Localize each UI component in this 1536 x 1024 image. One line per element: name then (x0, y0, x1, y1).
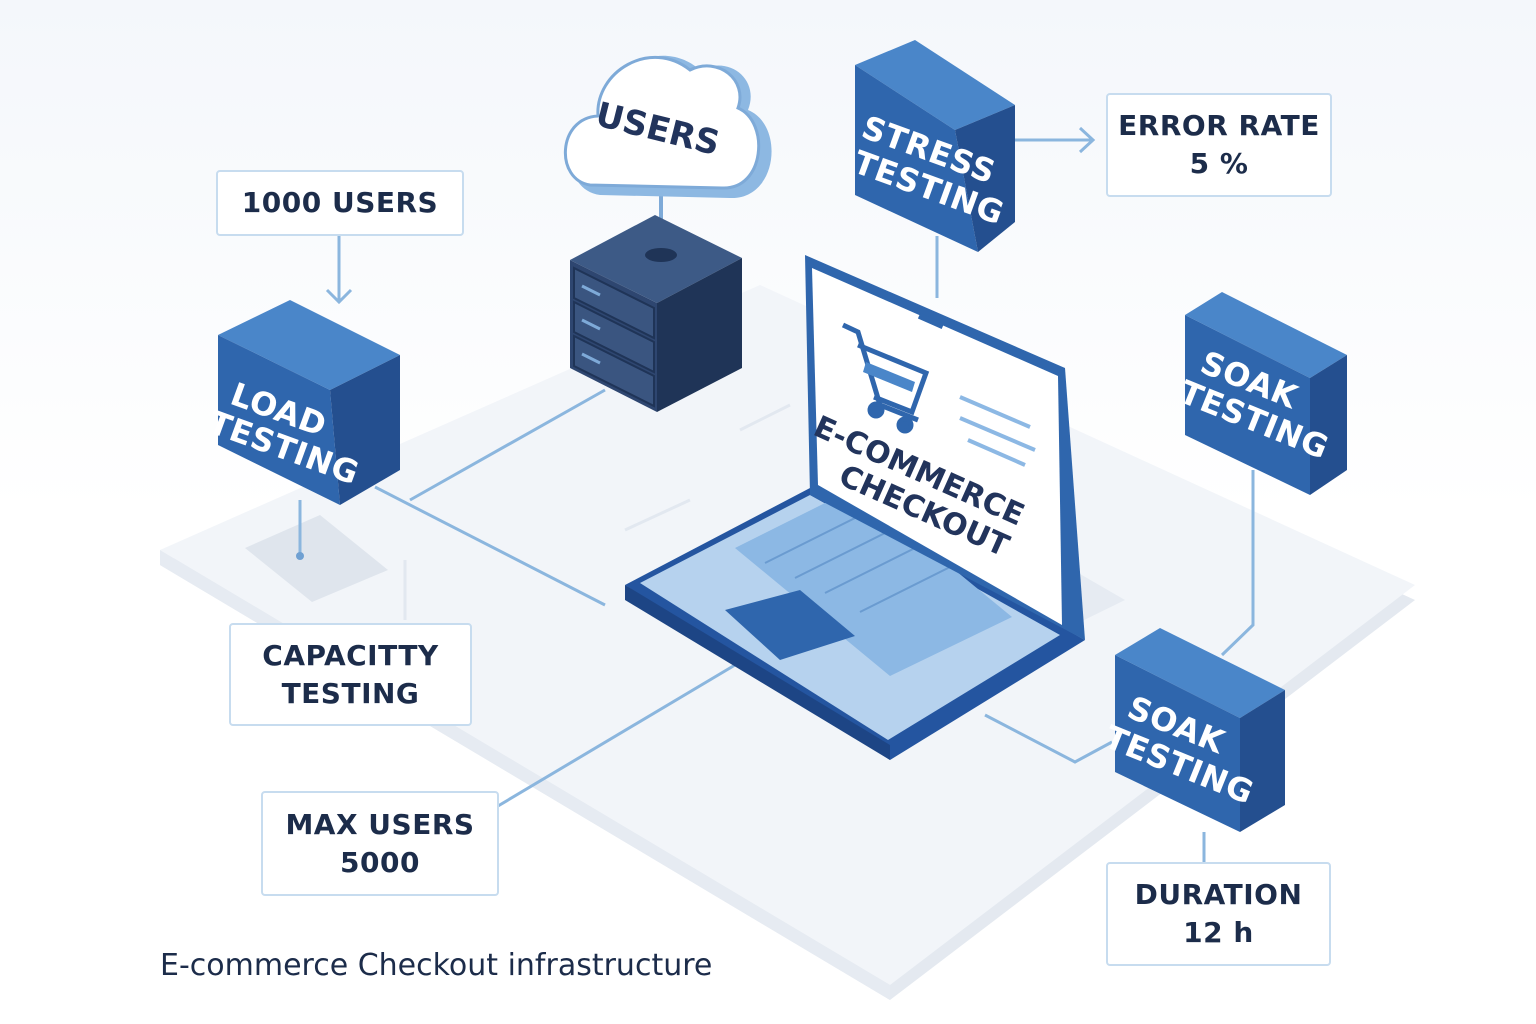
max-users-title: MAX USERS (285, 807, 475, 841)
error-rate-title: ERROR RATE (1118, 109, 1320, 142)
duration-label: DURATION 12 h (1106, 862, 1331, 966)
users-count-text: 1000 USERS (241, 186, 439, 219)
capacity-line2: TESTING (281, 676, 420, 710)
users-count-label: 1000 USERS (216, 170, 464, 236)
connectors (298, 126, 1255, 862)
capacity-testing-label: CAPACITTY TESTING (229, 623, 472, 726)
stress-testing-cube: STRESS TESTING (848, 40, 1015, 252)
connector-endpoint (296, 552, 304, 560)
duration-title: DURATION (1134, 878, 1303, 911)
duration-value: 12 h (1183, 916, 1254, 949)
cloud-icon: USERS (564, 55, 772, 255)
capacity-line1: CAPACITTY (262, 638, 439, 672)
soak-testing-cube-bottom: SOAK TESTING (1099, 628, 1285, 832)
error-rate-value: 5 % (1189, 147, 1249, 180)
diagram-caption: E-commerce Checkout infrastructure (160, 948, 713, 983)
error-rate-label: ERROR RATE 5 % (1106, 93, 1332, 197)
server-icon (570, 215, 742, 412)
soak-testing-cube-top: SOAK TESTING (1174, 292, 1347, 495)
max-users-label: MAX USERS 5000 (261, 791, 499, 896)
max-users-value: 5000 (340, 845, 420, 879)
laptop-icon: E-COMMERCE CHECKOUT (625, 255, 1085, 760)
